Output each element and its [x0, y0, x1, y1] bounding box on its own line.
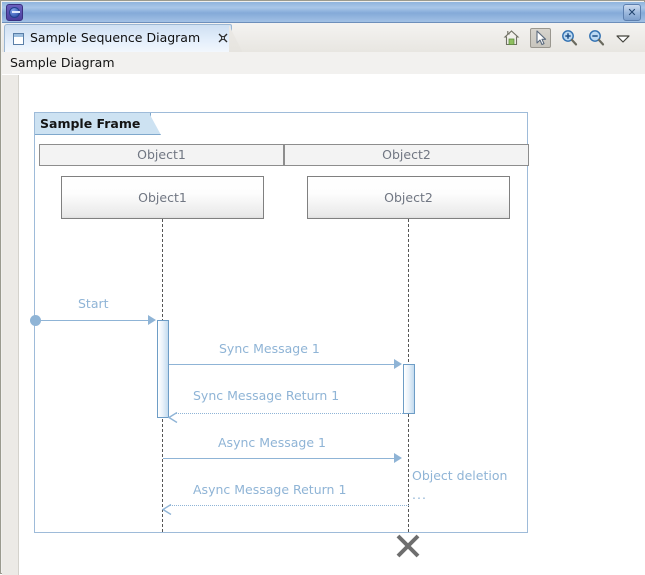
message-label-sync-1: Sync Message 1 [219, 341, 320, 356]
message-arrowhead-async-return-1 [161, 500, 172, 516]
message-arrowhead-sync-return-1 [167, 408, 178, 424]
message-arrowhead-async-1 [394, 453, 402, 463]
message-line-sync-1[interactable] [169, 364, 395, 365]
cursor-icon[interactable] [530, 28, 551, 48]
window-close-button[interactable]: ✕ [623, 4, 641, 21]
frame-tab[interactable]: Sample Frame [35, 113, 151, 135]
zoom-in-icon[interactable] [559, 28, 580, 48]
chevron-down-icon[interactable] [614, 31, 632, 45]
message-label-start: Start [78, 296, 109, 311]
diagram-canvas-area: Sample Frame Object1 Object2 Object1 Obj… [2, 74, 645, 575]
zoom-out-icon[interactable] [586, 28, 607, 48]
window-titlebar: ✕ [2, 2, 645, 23]
eclipse-icon [6, 4, 23, 21]
tab-skew-edge [229, 25, 243, 53]
document-icon [13, 33, 24, 45]
breadcrumb-label: Sample Diagram [10, 55, 115, 70]
activation-bar-object2[interactable] [403, 364, 415, 414]
object-header-0[interactable]: Object1 [39, 144, 284, 166]
editor-area: Sample Sequence Diagram [2, 23, 645, 575]
message-label-sync-return-1: Sync Message Return 1 [193, 388, 340, 403]
canvas-left-margin [2, 75, 19, 575]
eclipse-icon-bar [12, 11, 20, 13]
tab-close-icon[interactable] [217, 32, 229, 44]
object-deletion-label: Object deletion [412, 468, 508, 483]
home-icon[interactable] [501, 28, 522, 48]
message-line-async-return-1[interactable] [170, 505, 409, 506]
diagram-canvas[interactable]: Sample Frame Object1 Object2 Object1 Obj… [20, 75, 645, 575]
message-line-start[interactable] [35, 320, 149, 321]
frame-label: Sample Frame [40, 116, 141, 131]
message-label-async-1: Async Message 1 [218, 435, 326, 450]
object-deletion-dots: ... [412, 487, 427, 502]
tab-label: Sample Sequence Diagram [30, 30, 201, 45]
breadcrumb: Sample Diagram [2, 52, 645, 75]
editor-tabbar: Sample Sequence Diagram [2, 23, 645, 53]
lifeline-box-object1[interactable]: Object1 [61, 176, 264, 219]
destruction-x-icon[interactable] [394, 532, 422, 560]
activation-bar-object1[interactable] [157, 320, 169, 418]
message-arrowhead-sync-1 [394, 359, 402, 369]
message-line-sync-return-1[interactable] [176, 413, 403, 414]
message-arrowhead-start [148, 315, 156, 325]
tab-sample-sequence-diagram[interactable]: Sample Sequence Diagram [4, 24, 243, 53]
lifeline-box-object2[interactable]: Object2 [307, 176, 510, 219]
message-line-async-1[interactable] [163, 458, 395, 459]
sequence-diagram-frame[interactable]: Sample Frame Object1 Object2 Object1 Obj… [30, 112, 529, 558]
message-label-async-return-1: Async Message Return 1 [193, 482, 347, 497]
object-header-1[interactable]: Object2 [284, 144, 529, 166]
